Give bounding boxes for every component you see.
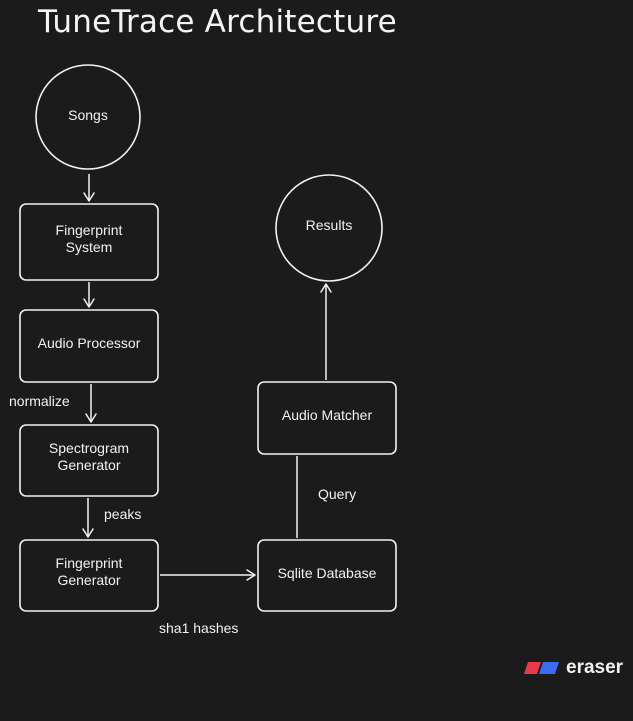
sqlite-database-label: Sqlite Database <box>277 564 377 581</box>
eraser-brand-name: eraser <box>566 657 624 678</box>
edge-label-query: Query <box>318 486 357 502</box>
fingerprint-system-node[interactable] <box>19 203 159 281</box>
results-label: Results <box>305 216 353 233</box>
edge-label-peaks: peaks <box>104 506 142 522</box>
spectrogram-generator-node[interactable] <box>19 424 159 497</box>
results-node[interactable] <box>275 174 383 282</box>
edge-label-sha1-hashes: sha1 hashes <box>159 620 239 636</box>
fingerprint-generator-node[interactable] <box>19 539 159 612</box>
spectrogram-generator-label: Spectrogram Generator <box>48 440 130 473</box>
edge-label-normalize: normalize <box>9 393 70 409</box>
audio-matcher-label: Audio Matcher <box>281 406 373 423</box>
songs-label: Songs <box>68 106 108 123</box>
fingerprint-system-label: Fingerprint System <box>55 222 123 255</box>
fingerprint-generator-label: Fingerprint Generator <box>55 555 123 588</box>
songs-node[interactable] <box>35 64 141 170</box>
diagram-title: TuneTrace Architecture <box>38 4 397 40</box>
audio-processor-node[interactable] <box>19 309 159 383</box>
audio-matcher-node[interactable] <box>257 381 397 455</box>
audio-processor-label: Audio Processor <box>37 334 141 351</box>
eraser-brand[interactable]: eraser <box>524 657 623 679</box>
eraser-logo-icon <box>524 662 559 674</box>
sqlite-database-node[interactable] <box>257 539 397 612</box>
